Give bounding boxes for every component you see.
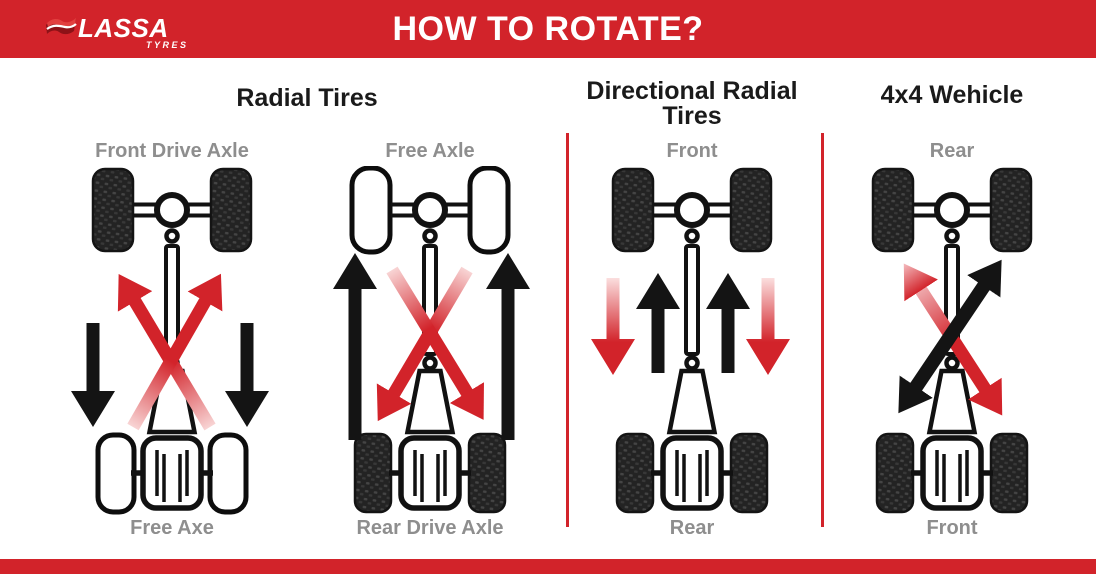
footer-bar [0, 559, 1096, 574]
diagram-front-drive-axle [71, 167, 269, 515]
straight-up-arrows-black [333, 253, 530, 440]
brand-text: LASSA [78, 13, 169, 43]
heading-radial-tires: Radial Tires [236, 84, 378, 112]
front-tires-black [91, 167, 253, 253]
front-tires-white [349, 166, 511, 255]
page-title: HOW TO ROTATE? [392, 10, 704, 48]
driveline [389, 192, 471, 511]
diagram-4x4-vehicle [871, 167, 1033, 514]
label-4x4-rear: Rear [929, 140, 975, 162]
label-free-axle: Free Axle [385, 140, 475, 162]
cross-rotation-arrows-red [376, 266, 484, 422]
double-cross-arrows [898, 259, 1003, 416]
diagram-directional-radial [591, 167, 790, 514]
lassa-logo: LASSA TYRES [46, 13, 189, 50]
label-directional-front: Front [666, 140, 718, 162]
rear-tires-black [875, 432, 1029, 514]
driveline [131, 192, 213, 511]
rear-tires-white [95, 432, 249, 515]
front-tires-black [611, 167, 773, 253]
rear-tires-black [615, 432, 769, 514]
heading-directional-radial-tires: Directional Radial Tires [586, 77, 798, 130]
straight-down-arrows-black [71, 323, 269, 427]
label-4x4-front: Front [926, 517, 978, 539]
label-directional-rear: Rear [669, 517, 715, 539]
diagram-free-axle [333, 166, 530, 514]
header-bar: LASSA TYRES HOW TO ROTATE? [0, 0, 1096, 58]
driveline [911, 192, 993, 511]
straight-down-arrows-red-faded [591, 278, 790, 375]
label-front-drive-axle: Front Drive Axle [95, 140, 249, 162]
label-free-axe: Free Axe [130, 517, 214, 539]
lassa-flag-icon [46, 18, 77, 35]
double-arrow-black [898, 259, 1002, 414]
cross-rotation-arrows-red [117, 273, 223, 431]
divider-line-2 [821, 133, 824, 527]
label-rear-drive-axle: Rear Drive Axle [356, 517, 504, 539]
straight-up-arrows-black [636, 273, 750, 373]
divider-line-1 [566, 133, 569, 527]
brand-subtext: TYRES [146, 40, 189, 50]
front-tires-black [871, 167, 1033, 253]
driveline [651, 192, 733, 511]
rear-tires-black [353, 432, 507, 514]
heading-4x4-vehicle: 4x4 Wehicle [880, 81, 1024, 109]
